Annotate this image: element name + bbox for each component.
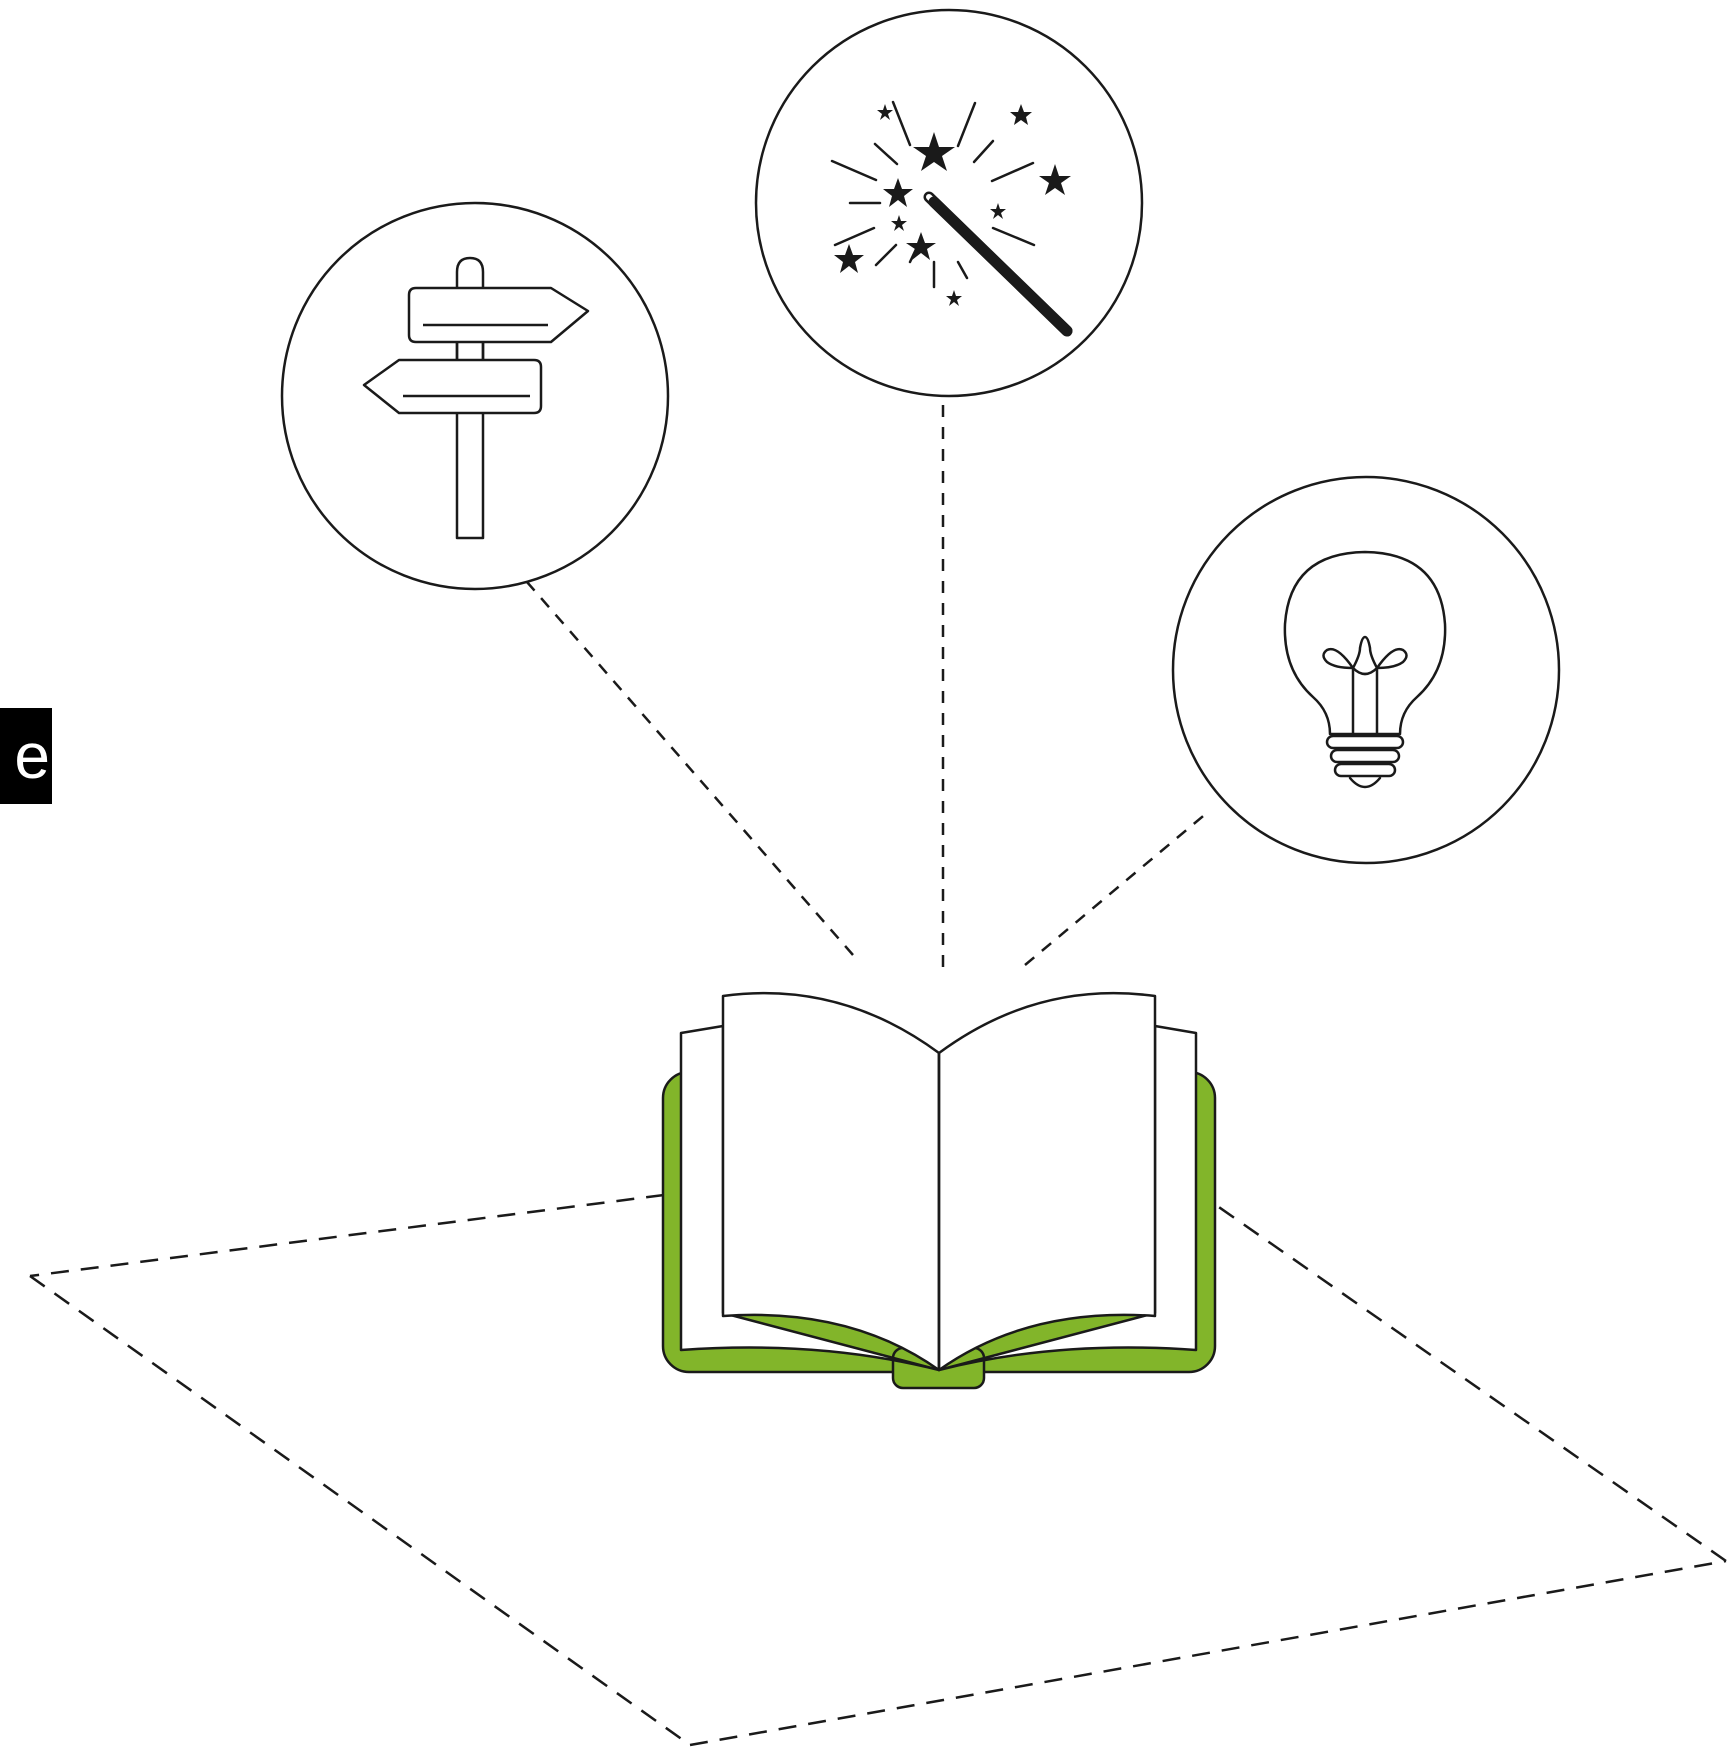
connector-lightbulb — [1025, 812, 1208, 965]
connector-signpost — [527, 582, 853, 955]
wand-circle — [756, 10, 1142, 396]
floor-edge-top-right — [1213, 1203, 1726, 1561]
floor-edge-bottom-right — [690, 1561, 1726, 1745]
floor-edge-bottom-left — [30, 1276, 690, 1745]
book-page-right — [939, 993, 1155, 1370]
floor-edge-top-left — [30, 1195, 664, 1276]
open-book-icon — [663, 993, 1215, 1388]
book-page-left — [723, 993, 939, 1370]
